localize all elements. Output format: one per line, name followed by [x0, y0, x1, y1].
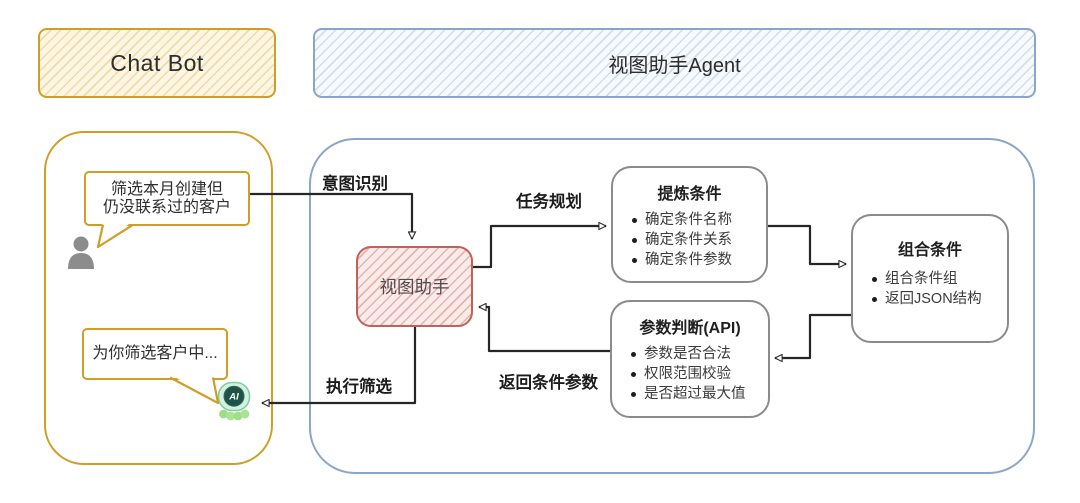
chatbot-header-title: Chat Bot	[110, 49, 204, 76]
bullet-item: 是否超过最大值	[631, 386, 768, 403]
bullet-item: 确定条件名称	[632, 212, 766, 229]
node-bullet-list: 组合条件组 返回JSON结构	[853, 271, 1007, 308]
edge-label-intent: 意图识别	[322, 175, 388, 193]
node-parameter-check: 参数判断(API) 参数是否合法 权限范围校验 是否超过最大值	[610, 300, 770, 418]
node-bullet-list: 确定条件名称 确定条件关系 确定条件参数	[613, 212, 766, 269]
user-message-bubble: 筛选本月创建但 仍没联系过的客户	[84, 171, 250, 226]
agent-header: 视图助手Agent	[313, 28, 1036, 98]
assistant-node: 视图助手	[356, 246, 473, 327]
node-title: 参数判断(API)	[639, 320, 741, 337]
person-icon	[68, 236, 94, 269]
chatbot-header: Chat Bot	[38, 28, 276, 98]
node-title: 组合条件	[897, 242, 962, 259]
node-combine-conditions: 组合条件 组合条件组 返回JSON结构	[851, 214, 1009, 343]
ai-badge-text: AI	[228, 392, 239, 403]
node-bullet-list: 参数是否合法 权限范围校验 是否超过最大值	[612, 346, 768, 403]
bullet-item: 组合条件组	[872, 271, 1007, 288]
bullet-item: 权限范围校验	[631, 366, 768, 383]
bullet-item: 返回JSON结构	[872, 291, 1007, 308]
bullet-item: 参数是否合法	[631, 346, 768, 363]
agent-header-title: 视图助手Agent	[608, 54, 741, 77]
user-message-line1: 筛选本月创建但	[110, 180, 223, 198]
ai-bot-icon: AI	[217, 381, 251, 421]
edge-label-execute: 执行筛选	[326, 378, 392, 396]
bullet-item: 确定条件关系	[632, 232, 766, 249]
edge-label-planning: 任务规划	[516, 193, 582, 211]
bot-message-text: 为你筛选客户中...	[92, 345, 218, 362]
bot-message-bubble: 为你筛选客户中...	[82, 328, 228, 380]
user-message-line2: 仍没联系过的客户	[102, 198, 231, 216]
bullet-item: 确定条件参数	[632, 252, 766, 269]
assistant-node-title: 视图助手	[379, 277, 450, 297]
edge-label-return-params: 返回条件参数	[499, 374, 598, 392]
node-extract-conditions: 提炼条件 确定条件名称 确定条件关系 确定条件参数	[611, 166, 768, 283]
node-title: 提炼条件	[657, 186, 722, 203]
